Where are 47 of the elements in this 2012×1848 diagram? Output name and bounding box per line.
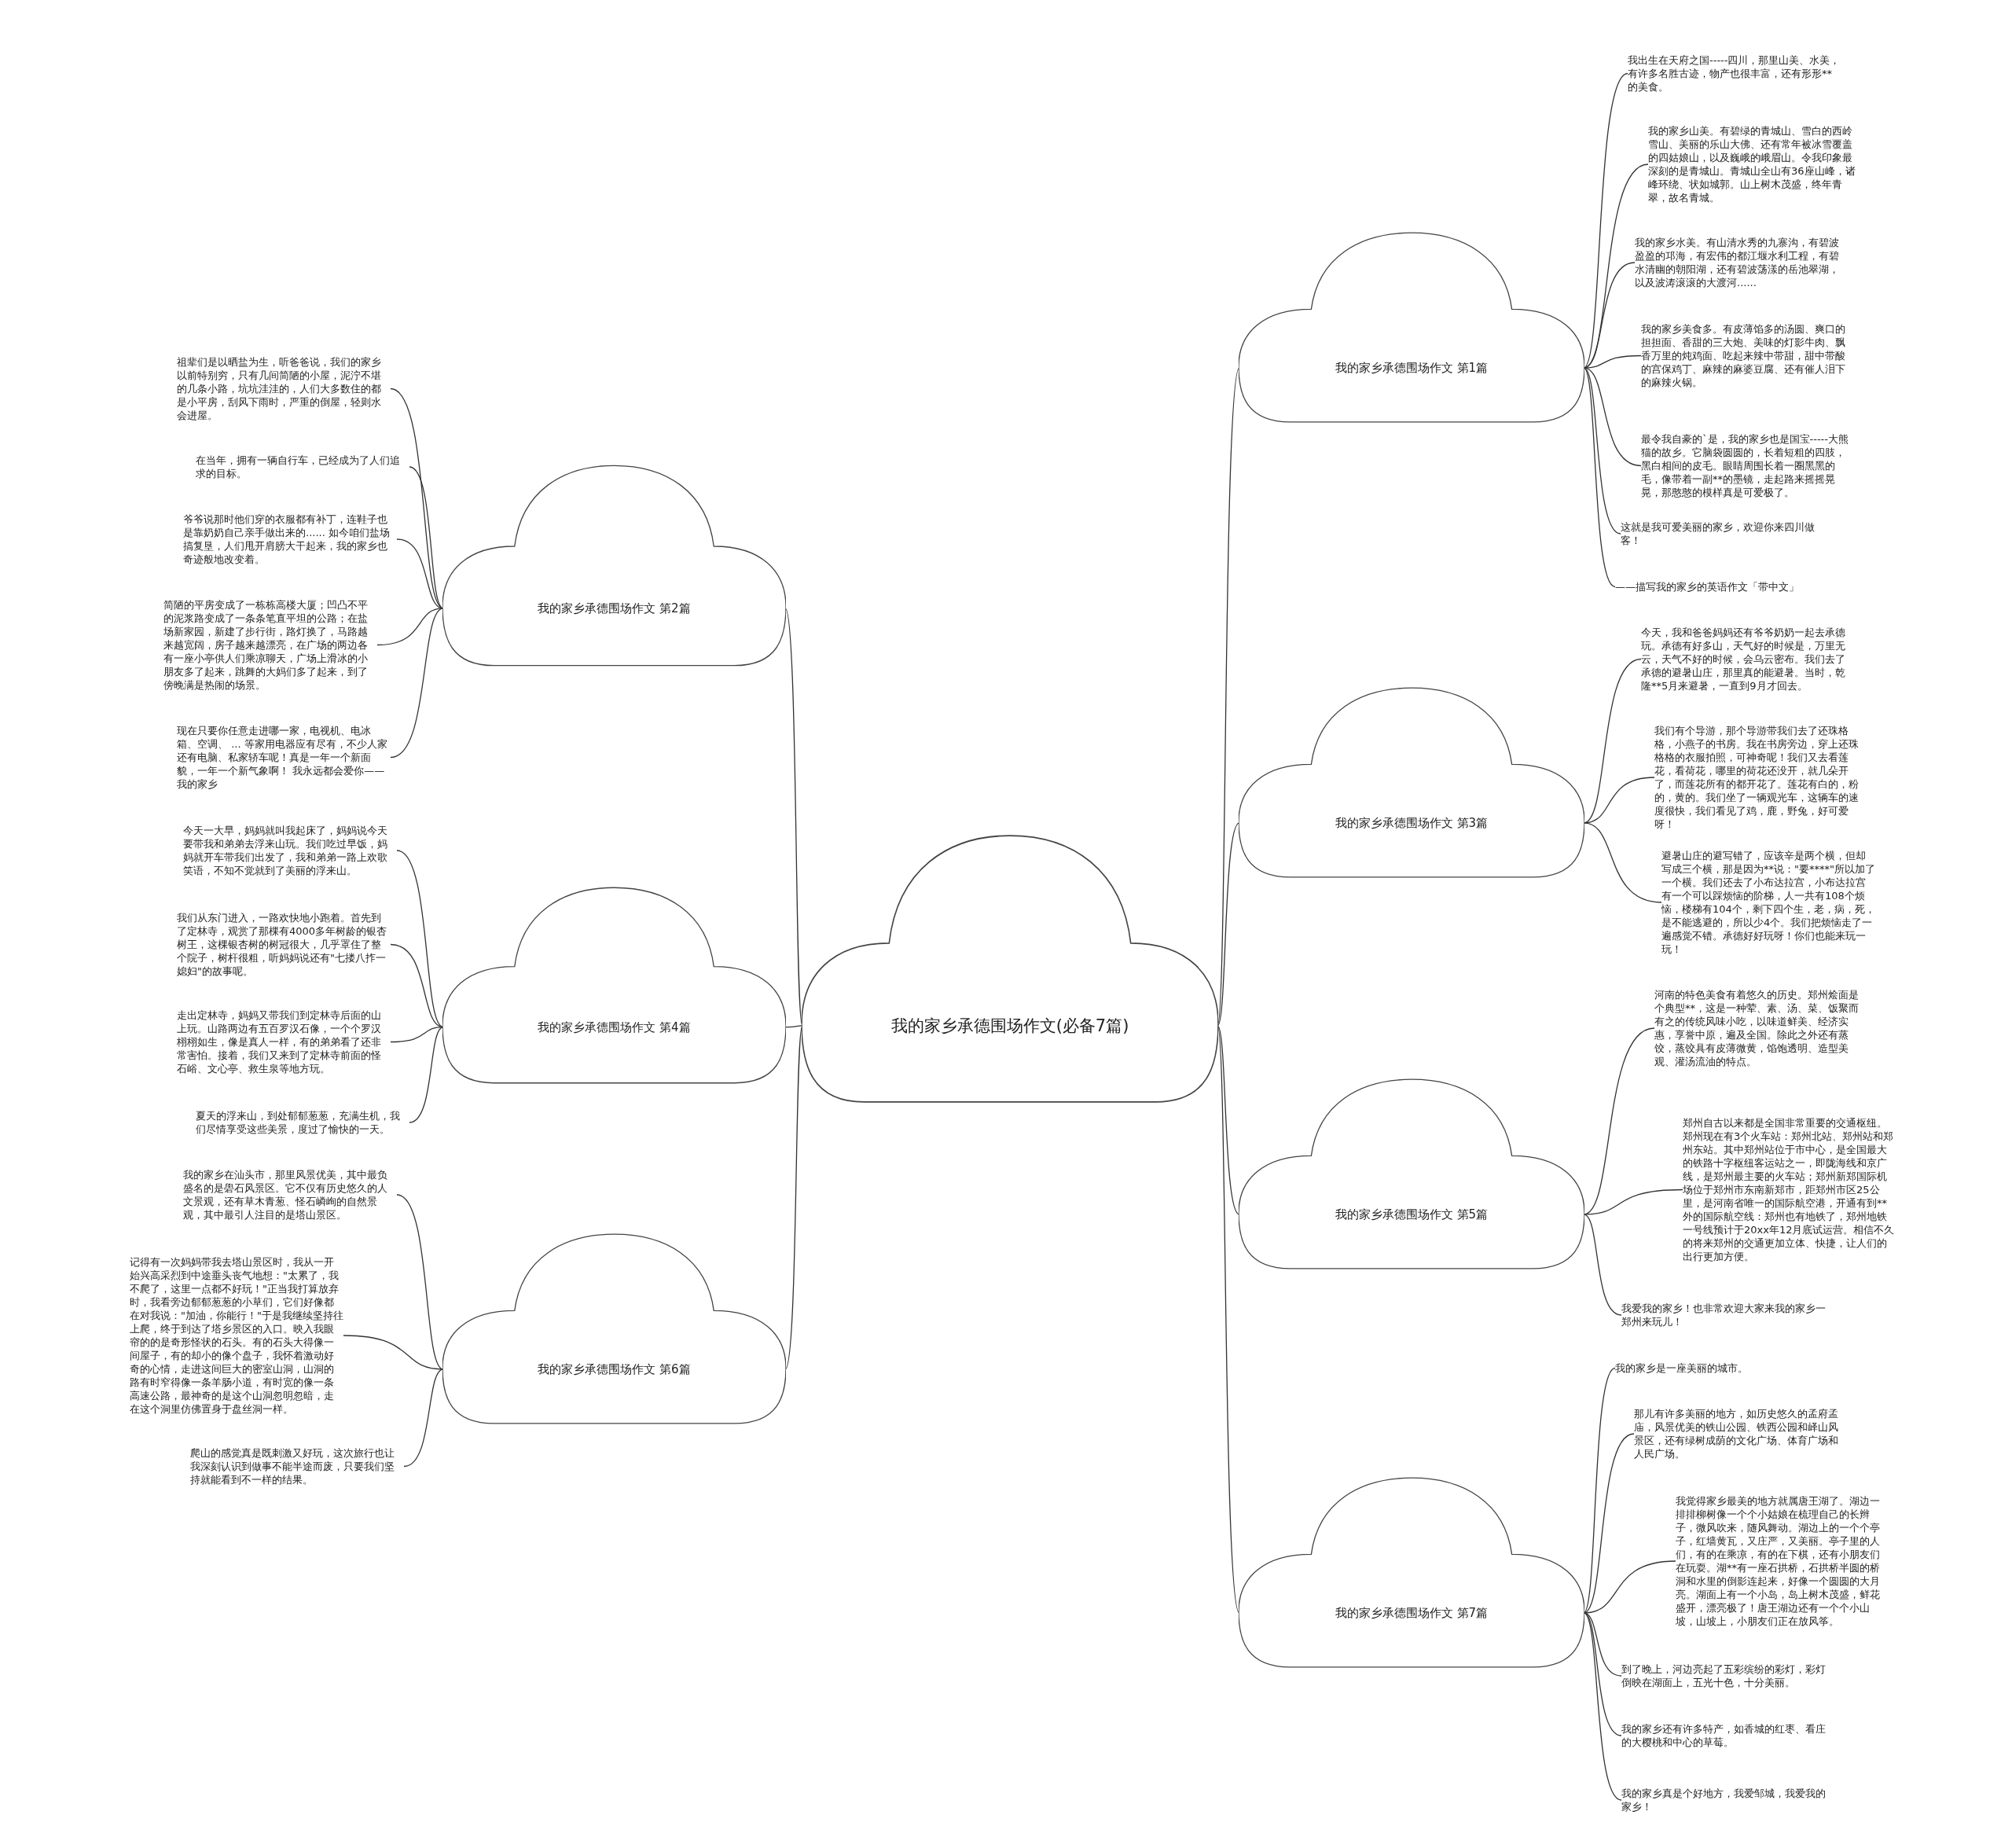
note-text: 我爱我的家乡！也非常欢迎大家来我的家乡一郑州来玩儿！ [1621, 1302, 1835, 1328]
note-text: 那儿有许多美丽的地方，如历史悠久的孟府孟庙，风景优美的铁山公园、铁西公园和峄山风景区，还有绿树成荫的文化广场、体育广场和人民广场。 [1634, 1407, 1848, 1460]
topic-text: 我的家乡承德围场作文 第2篇 [537, 600, 692, 616]
note-text: 河南的特色美食有着悠久的历史。郑州烩面是个典型**，这是一种荤、素、汤、菜、饭聚而有之的传统风味小吃，以味道鲜美、经济实惠，享誉中原，遍及全国。除此之外还有蒸饺，蒸饺具有皮薄微黄，馅饱透明、造型美观、灌汤流油的特点。 [1654, 988, 1868, 1068]
note-text: 我的家乡美食多。有皮薄馅多的汤圆、爽口的担担面、香甜的三大炮、美味的灯影牛肉、飘香万里的炖鸡面、吃起来辣中带甜，甜中带酸的宫保鸡丁、麻辣的麻婆豆腐、还有催人泪下的麻辣火锅。 [1641, 322, 1855, 389]
note-text: 我的家乡在汕头市，那里风景优美，其中最负盛名的是礐石风景区。它不仅有历史悠久的人文景观，还有草木青葱、怪石嶙峋的自然景观，其中最引人注目的是塔山景区。 [183, 1168, 397, 1222]
note-text: 简陋的平房变成了一栋栋高楼大厦；凹凸不平的泥浆路变成了一条条笔直平坦的公路；在盐场新家园，新建了步行街，路灯换了，马路越来越宽阔，房子越来越漂亮，在广场的两边各有一座小亭供人们乘凉聊天，广场上滑冰的小朋友多了起来，跳舞的大妈们多了起来，到了傍晚满是热闹的场景。 [163, 598, 377, 692]
note-text: 我的家乡是一座美丽的城市。 [1615, 1361, 1829, 1375]
note-text: 到了晚上，河边亮起了五彩缤纷的彩灯，彩灯倒映在湖面上，五光十色，十分美丽。 [1621, 1662, 1835, 1689]
topic-text: 我的家乡承德围场作文 第5篇 [1334, 1206, 1489, 1222]
note-text: 夏天的浮来山，到处郁郁葱葱，充满生机，我们尽情享受这些美景，度过了愉快的一天。 [196, 1109, 409, 1136]
cloud-node [802, 833, 1218, 1104]
cloud-node [1239, 686, 1584, 879]
topic-text: 我的家乡承德围场作文 第4篇 [537, 1019, 692, 1035]
note-text: 爬山的感觉真是既刺激又好玩，这次旅行也让我深刻认识到做事不能半途而废，只要我们坚持就能看到不一样的结果。 [190, 1446, 404, 1486]
cloud-node [1239, 231, 1584, 424]
note-text: 今天，我和爸爸妈妈还有爷爷奶奶一起去承德玩。承德有好多山，天气好的时候是，万里无云，天气不好的时候，会乌云密布。我们去了承德的避暑山庄，那里真的能避暑。当时，乾隆**5月来避暑，一直到9月才回去。 [1641, 626, 1855, 693]
note-text: 在当年，拥有一辆自行车，已经成为了人们追求的目标。 [196, 454, 409, 480]
note-text: 郑州自古以来都是全国非常重要的交通枢纽。郑州现在有3个火车站：郑州北站、郑州站和郑州东站。其中郑州站位于市中心，是全国最大的铁路十字枢纽客运站之一，即陇海线和京广线，是郑州最主要的火车站；郑州新郑国际机场位于郑州市东南新郑市，距郑州市区25公里，是河南省唯一的国际航空港，开通有到**外的国际航空线：郑州也有地铁了，郑州地铁一号线预计于20xx年12月底试运营。相信不久的将来郑州的交通更加立体、快捷，让人们的出行更加方便。 [1683, 1116, 1896, 1263]
note-text: 我们从东门进入，一路欢快地小跑着。首先到了定林寺，观赏了那棵有4000多年树龄的银杏树王，这棵银杏树的树冠很大，几乎罩住了整个院子，树杆很粗，听妈妈说还有"七搂八拃一媳妇"的故事呢。 [177, 911, 391, 978]
note-text: 最令我自豪的`是，我的家乡也是国宝-----大熊猫的故乡。它脑袋圆圆的，长着短粗的四肢，黑白相间的皮毛。眼睛周围长着一圈黑黑的毛，像带着一副**的墨镜，走起路来摇摇晃晃，那憨憨的模样真是可爱极了。 [1641, 432, 1855, 499]
note-text: 祖辈们是以晒盐为生，听爸爸说，我们的家乡以前特别穷，只有几间简陋的小屋，泥泞不堪的几条小路，坑坑洼洼的，人们大多数住的都是小平房，刮风下雨时，严重的倒屋，轻则水会进屋。 [177, 355, 391, 422]
topic-text: 我的家乡承德围场作文 第7篇 [1334, 1604, 1489, 1621]
topic-text: 我的家乡承德围场作文 第1篇 [1334, 359, 1489, 376]
note-text: 这就是我可爱美丽的家乡，欢迎你来四川做客！ [1621, 520, 1834, 547]
note-text: 避暑山庄的避写错了，应该辛是两个横，但却写成三个横，那是因为**说："要****"所以加了一个横。我们还去了小布达拉宫，小布达拉宫有一个可以踩烦恼的阶梯，人一共有108个烦恼，楼梯有104个，剩下四个生，老，病，死，是不能逃避的，所以少4个。我们把烦恼走了一遍感觉不错。承德好好玩呀！你们也能来玩一玩！ [1661, 849, 1875, 956]
note-text: 我的家乡还有许多特产，如香城的红枣、看庄的大樱桃和中心的草莓。 [1621, 1722, 1835, 1749]
note-text: 我的家乡真是个好地方，我爱邹城，我爱我的家乡！ [1621, 1787, 1835, 1813]
cloud-node [1239, 1078, 1584, 1270]
note-text: 爷爷说那时他们穿的衣服都有补丁，连鞋子也是靠奶奶自己亲手做出来的...... 如今咱们盐场搞复垦，人们甩开肩膀大干起来，我的家乡也奇迹般地改变着。 [183, 513, 397, 566]
note-text: 我出生在天府之国-----四川，那里山美、水美，有许多名胜古迹，物产也很丰富，还有形形**的美食。 [1628, 53, 1841, 94]
cloud-node [442, 464, 786, 667]
note-text: 走出定林寺，妈妈又带我们到定林寺后面的山上玩。山路两边有五百罗汉石像，一个个罗汉栩栩如生，像是真人一样，有的弟弟看了还非常害怕。接着，我们又来到了定林寺前面的怪石峪、文心亭、救生泉等地方玩。 [177, 1009, 391, 1075]
cloud-node [442, 886, 786, 1085]
note-text: 记得有一次妈妈带我去塔山景区时，我从一开始兴高采烈到中途垂头丧气地想："太累了，我不爬了，这里一点都不好玩！"正当我打算放弃时，我看旁边郁郁葱葱的小草们，它们好像都在对我说："加油，你能行！"于是我继续坚持往上爬，终于到达了塔乡景区的入口。映入我眼帘的的是奇形怪状的石头。有的石头大得像一间屋子，有的却小的像个盘子，我怀着激动好奇的心情，走进这间巨大的密室山洞，山洞的路有时窄得像一条羊肠小道，有时宽的像一条高速公路，最神奇的是这个山洞忽明忽暗，走在这个洞里仿佛置身于盘丝洞一样。 [130, 1255, 343, 1416]
cloud-node [442, 1233, 786, 1425]
topic-text: 我的家乡承德围场作文 第6篇 [537, 1361, 692, 1377]
note-text: 我的家乡水美。有山清水秀的九寨沟，有碧波盈盈的邛海，有宏伟的都江堰水利工程，有碧水清幽的朝阳湖，还有碧波荡漾的岳池翠湖，以及波涛滚滚的大渡河...... [1635, 236, 1849, 289]
topic-text: 我的家乡承德围场作文 第3篇 [1334, 814, 1489, 831]
note-text: 今天一大早，妈妈就叫我起床了，妈妈说今天要带我和弟弟去浮来山玩。我们吃过早饭，妈妈就开车带我们出发了，我和弟弟一路上欢歌笑语，不知不觉就到了美丽的浮来山。 [183, 824, 397, 877]
note-text: 我觉得家乡最美的地方就属唐王湖了。湖边一排排柳树像一个个小姑娘在梳理自己的长辫子，微风吹来，随风舞动。湖边上的一个个亭子，红墙黄瓦，又庄严，又美丽。亭子里的人们，有的在乘凉，有的在下棋，还有小朋友们在玩耍。湖**有一座石拱桥，石拱桥半圆的桥洞和水里的倒影连起来，好像一个圆圆的大月亮。湖面上有一个小岛，岛上树木茂盛，鲜花盛开，漂亮极了！唐王湖边还有一个个小山坡，山坡上，小朋友们正在放风筝。 [1676, 1494, 1889, 1628]
note-text: 我们有个导游，那个导游带我们去了还珠格格，小燕子的书房。我在书房旁边，穿上还珠格格的衣服拍照，可神奇呢！我们又去看莲花，看荷花，哪里的荷花还没开，就几朵开了，而莲花所有的都开花了。莲花有白的，粉的，黄的。我们坐了一辆观光车，这辆车的速度很快，我们看见了鸡，鹿，野兔，好可爱呀！ [1654, 724, 1868, 831]
note-text: 现在只要你任意走进哪一家，电视机、电冰箱、空调、 ... 等家用电器应有尽有，不少人家还有电脑、私家轿车呢！真是一年一个新面貌，一年一个新气象啊！ 我永远都会爱你——我的家乡 [177, 724, 391, 791]
cloud-node [1239, 1476, 1584, 1669]
note-text: 我的家乡山美。有碧绿的青城山、雪白的西岭雪山、美丽的乐山大佛、还有常年被冰雪覆盖的四姑娘山，以及巍峨的峨眉山。令我印象最深刻的是青城山。青城山全山有36座山峰，诸峰环绕、状如城郭。山上树木茂盛，终年青翠，故名青城。 [1648, 124, 1862, 204]
topic-text: 我的家乡承德围场作文(必备7篇) [890, 1015, 1130, 1037]
note-text: ——描写我的家乡的英语作文「带中文」 [1615, 580, 1829, 593]
